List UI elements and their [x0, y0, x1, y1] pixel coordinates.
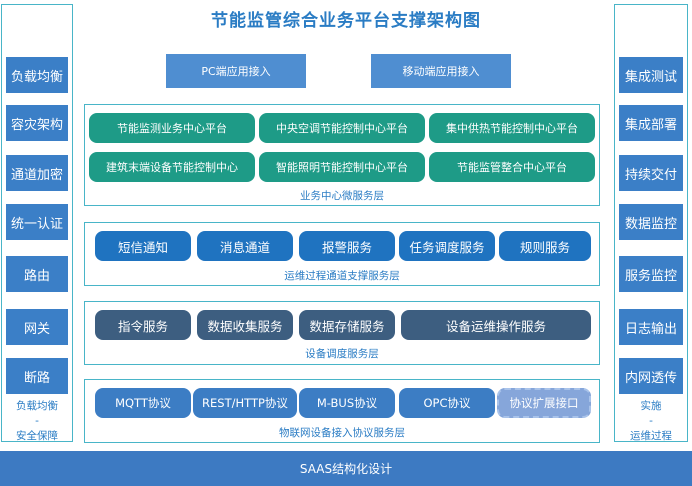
business-layer: 节能监测业务中心平台 中央空调节能控制中心平台 集中供热节能控制中心平台 建筑末… — [84, 104, 600, 206]
device-item-data-collection: 数据收集服务 — [197, 310, 293, 340]
mobile-access-box: 移动端应用接入 — [371, 54, 511, 88]
iot-layer-title: 物联网设备接入协议服务层 — [279, 427, 405, 439]
left-item-load-balance: 负载均衡 — [6, 57, 68, 93]
ops-layer-title: 运维过程通道支撑服务层 — [284, 270, 400, 282]
right-sidebar: 集成测试 集成部署 持续交付 数据监控 服务监控 日志输出 内网透传 实施 - … — [614, 4, 688, 442]
device-item-device-ops: 设备运维操作服务 — [401, 310, 591, 340]
business-layer-title: 业务中心微服务层 — [300, 190, 384, 202]
iot-item-rest-http: REST/HTTP协议 — [193, 388, 297, 418]
left-item-disaster-recovery: 容灾架构 — [6, 105, 68, 141]
pc-access-box: PC端应用接入 — [166, 54, 306, 88]
right-item-service-monitor: 服务监控 — [619, 256, 683, 292]
ops-item-message-channel: 消息通道 — [197, 231, 293, 261]
left-item-circuit-breaker: 断路 — [6, 358, 68, 394]
iot-layer: MQTT协议 REST/HTTP协议 M-BUS协议 OPC协议 协议扩展接口 … — [84, 379, 600, 443]
right-footer-line-2: - — [649, 415, 653, 427]
ops-item-sms: 短信通知 — [95, 231, 191, 261]
business-item-hvac: 中央空调节能控制中心平台 — [259, 113, 425, 143]
ops-item-rules: 规则服务 — [499, 231, 591, 261]
iot-item-mqtt: MQTT协议 — [95, 388, 191, 418]
left-item-channel-encryption: 通道加密 — [6, 155, 68, 191]
device-item-command: 指令服务 — [95, 310, 191, 340]
ops-item-alarm: 报警服务 — [299, 231, 395, 261]
right-item-integration-deploy: 集成部署 — [619, 105, 683, 141]
left-footer-line-2: - — [35, 415, 39, 427]
left-sidebar: 负载均衡 容灾架构 通道加密 统一认证 路由 网关 断路 负载均衡 - 安全保障 — [1, 4, 73, 442]
left-footer-line-3: 安全保障 — [16, 430, 58, 442]
iot-item-protocol-extension: 协议扩展接口 — [497, 388, 591, 418]
business-item-integration: 节能监管整合中心平台 — [429, 152, 595, 182]
business-item-heating: 集中供热节能控制中心平台 — [429, 113, 595, 143]
right-item-data-monitor: 数据监控 — [619, 204, 683, 240]
diagram-title: 节能监管综合业务平台支撑架构图 — [211, 11, 481, 31]
left-item-unified-auth: 统一认证 — [6, 204, 68, 240]
device-item-data-storage: 数据存储服务 — [299, 310, 395, 340]
iot-item-mbus: M-BUS协议 — [299, 388, 395, 418]
device-layer: 指令服务 数据收集服务 数据存储服务 设备运维操作服务 设备调度服务层 — [84, 301, 600, 365]
business-item-building-terminal: 建筑末端设备节能控制中心 — [89, 152, 255, 182]
right-sidebar-footer: 实施 - 运维过程 — [615, 399, 687, 444]
left-item-gateway: 网关 — [6, 309, 68, 345]
right-item-log-output: 日志输出 — [619, 309, 683, 345]
iot-item-opc: OPC协议 — [399, 388, 495, 418]
ops-layer: 短信通知 消息通道 报警服务 任务调度服务 规则服务 运维过程通道支撑服务层 — [84, 222, 600, 286]
device-layer-title: 设备调度服务层 — [305, 348, 379, 360]
business-item-lighting: 智能照明节能控制中心平台 — [259, 152, 425, 182]
left-sidebar-footer: 负载均衡 - 安全保障 — [2, 399, 72, 444]
left-footer-line-1: 负载均衡 — [16, 400, 58, 412]
left-item-routing: 路由 — [6, 256, 68, 292]
business-item-monitoring: 节能监测业务中心平台 — [89, 113, 255, 143]
right-footer-line-1: 实施 — [640, 400, 662, 412]
saas-bottom-bar: SAAS结构化设计 — [0, 451, 692, 486]
right-item-integration-test: 集成测试 — [619, 57, 683, 93]
right-item-continuous-delivery: 持续交付 — [619, 155, 683, 191]
ops-item-task-scheduling: 任务调度服务 — [399, 231, 495, 261]
right-item-intranet-tunnel: 内网透传 — [619, 358, 683, 394]
right-footer-line-3: 运维过程 — [630, 430, 672, 442]
